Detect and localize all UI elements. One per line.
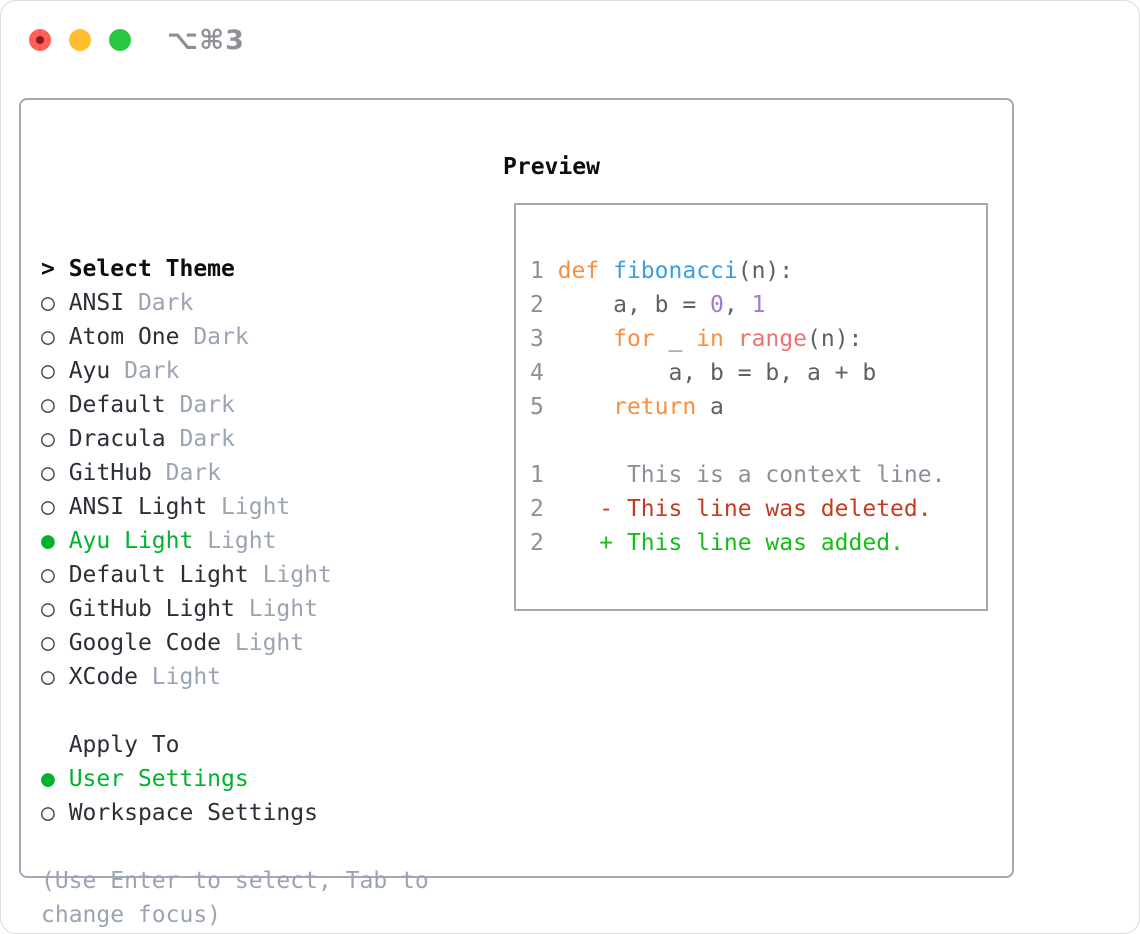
- theme-option-ayu-light[interactable]: ● Ayu Light Light: [41, 528, 277, 554]
- code-line: 4 a, b = b, a + b: [530, 360, 877, 386]
- titlebar: ⌥⌘3: [1, 1, 1139, 79]
- minimize-button-icon[interactable]: [69, 29, 91, 51]
- theme-option-ayu[interactable]: ○ Ayu Dark: [41, 358, 180, 384]
- theme-option-xcode[interactable]: ○ XCode Light: [41, 664, 222, 690]
- help-text: (Use Enter to select, Tab to: [41, 868, 429, 894]
- apply-option-workspace-settings[interactable]: ○ Workspace Settings: [41, 800, 318, 826]
- code-line: 1 def fibonacci(n):: [530, 258, 794, 284]
- theme-option-github[interactable]: ○ GitHub Dark: [41, 460, 222, 486]
- help-text: change focus): [41, 902, 222, 928]
- close-button-icon[interactable]: [29, 29, 51, 51]
- spacer-row: [41, 830, 429, 864]
- code-line: 5 return a: [530, 394, 724, 420]
- code-line: 2 - This line was deleted.: [530, 496, 932, 522]
- apply-option-user-settings[interactable]: ● User Settings: [41, 766, 249, 792]
- theme-option-github-light[interactable]: ○ GitHub Light Light: [41, 596, 318, 622]
- code-line: 3 for _ in range(n):: [530, 326, 863, 352]
- window-title: ⌥⌘3: [167, 25, 245, 56]
- theme-option-atom-one[interactable]: ○ Atom One Dark: [41, 324, 249, 350]
- code-line: 1 This is a context line.: [530, 462, 946, 488]
- preview-box: 1 def fibonacci(n): 2 a, b = 0, 1 3 for _ …: [514, 203, 988, 611]
- select-theme-header: > Select Theme: [41, 256, 235, 282]
- zoom-button-icon[interactable]: [109, 29, 131, 51]
- main-panel: > Select Theme ○ ANSI Dark ○ Atom One Dark…: [19, 98, 1014, 928]
- code-line: 2 + This line was added.: [530, 530, 904, 556]
- left-column: > Select Theme ○ ANSI Dark ○ Atom One Dark…: [41, 150, 429, 932]
- spacer-row: [41, 694, 429, 728]
- code-line: 2 a, b = 0, 1: [530, 292, 766, 318]
- theme-option-default[interactable]: ○ Default Dark: [41, 392, 235, 418]
- preview-header: Preview: [503, 154, 600, 180]
- theme-option-ansi[interactable]: ○ ANSI Dark: [41, 290, 194, 316]
- theme-option-google-code[interactable]: ○ Google Code Light: [41, 630, 305, 656]
- theme-option-ansi-light[interactable]: ○ ANSI Light Light: [41, 494, 291, 520]
- theme-option-default-light[interactable]: ○ Default Light Light: [41, 562, 332, 588]
- apply-to-header: Apply To: [54, 732, 180, 758]
- theme-option-dracula[interactable]: ○ Dracula Dark: [41, 426, 235, 452]
- code-line: [530, 424, 986, 458]
